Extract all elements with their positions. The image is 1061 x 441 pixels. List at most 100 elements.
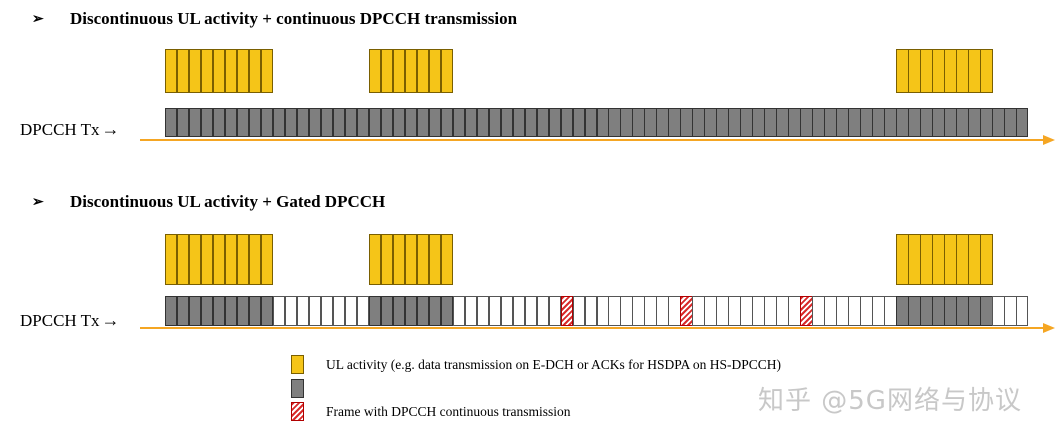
legend-swatch-continuous-frame <box>291 402 304 421</box>
legend-item-ul-activity: UL activity (e.g. data transmission on E… <box>291 355 781 374</box>
dpcch-slot <box>344 108 358 137</box>
ul-activity-slot <box>404 234 418 285</box>
timeline-arrow-icon <box>140 135 1055 145</box>
dpcch-slot <box>560 108 574 137</box>
dpcch-slot <box>608 108 621 137</box>
dpcch-row-label-2: DPCCH Tx→ <box>20 310 120 331</box>
dpcch-off-slot <box>1016 296 1029 326</box>
dpcch-slot <box>392 296 406 326</box>
ul-activity-slot <box>260 234 274 285</box>
timeline-arrow-icon <box>140 323 1055 333</box>
dpcch-off-slot <box>788 296 801 326</box>
dpcch-slot <box>320 108 334 137</box>
dpcch-slot <box>1004 108 1017 137</box>
ul-activity-slot <box>932 234 945 285</box>
dpcch-off-slot <box>632 296 645 326</box>
ul-activity-slot <box>980 234 993 285</box>
ul-activity-slot <box>236 234 250 285</box>
dpcch-slot <box>536 108 550 137</box>
dpcch-slot <box>680 108 693 137</box>
dpcch-slot <box>236 296 250 326</box>
ul-activity-slot <box>248 234 262 285</box>
dpcch-slot <box>488 108 502 137</box>
dpcch-slot <box>165 296 178 326</box>
dpcch-slot <box>620 108 633 137</box>
dpcch-slot <box>932 296 945 326</box>
ul-activity-slot <box>200 234 214 285</box>
dpcch-slot <box>404 108 418 137</box>
dpcch-off-slot <box>284 296 298 326</box>
bullet-icon: ➢ <box>32 11 44 27</box>
ul-activity-slot <box>896 234 909 285</box>
dpcch-slot <box>224 296 238 326</box>
ul-activity-slot <box>416 234 430 285</box>
ul-activity-slot <box>176 234 190 285</box>
dpcch-slot <box>896 108 909 137</box>
dpcch-slot <box>800 108 813 137</box>
dpcch-label-text: DPCCH Tx <box>20 311 100 330</box>
arrow-right-icon: → <box>101 119 120 139</box>
dpcch-off-slot <box>272 296 286 326</box>
dpcch-off-slot <box>536 296 550 326</box>
ul-activity-slot <box>968 234 981 285</box>
ul-activity-slot <box>440 234 454 285</box>
dpcch-off-slot <box>488 296 502 326</box>
section2-heading: ➢ Discontinuous UL activity + Gated DPCC… <box>32 192 385 212</box>
dpcch-slot <box>176 296 190 326</box>
dpcch-slot <box>752 108 765 137</box>
dpcch-off-slot <box>596 296 609 326</box>
dpcch-slot <box>524 108 538 137</box>
dpcch-slot <box>776 108 789 137</box>
ul-activity-slot <box>944 49 957 93</box>
dpcch-slot <box>764 108 777 137</box>
dpcch-off-slot <box>1004 296 1017 326</box>
dpcch-slot <box>896 296 909 326</box>
dpcch-off-slot <box>476 296 490 326</box>
dpcch-slot <box>980 108 993 137</box>
dpcch-slot <box>236 108 250 137</box>
dpcch-off-slot <box>884 296 897 326</box>
dpcch-off-slot <box>584 296 597 326</box>
dpcch-slot <box>908 108 921 137</box>
continuous-frame-slot <box>680 296 693 326</box>
section1-heading: ➢ Discontinuous UL activity + continuous… <box>32 9 517 29</box>
dpcch-off-slot <box>356 296 370 326</box>
dpcch-slot <box>572 108 585 137</box>
dpcch-slot <box>260 108 274 137</box>
dpcch-slot <box>260 296 274 326</box>
dpcch-slot <box>296 108 310 137</box>
ul-activity-slot <box>920 49 933 93</box>
dpcch-slot <box>992 108 1005 137</box>
dpcch-off-slot <box>656 296 669 326</box>
dpcch-off-slot <box>308 296 322 326</box>
dpcch-off-slot <box>860 296 873 326</box>
dpcch-slot <box>1016 108 1029 137</box>
dpcch-slot <box>416 296 430 326</box>
dpcch-slot <box>656 108 669 137</box>
dpcch-slot <box>428 108 442 137</box>
dpcch-slot <box>692 108 705 137</box>
dpcch-slot <box>212 108 226 137</box>
dpcch-off-slot <box>752 296 765 326</box>
ul-activity-slot <box>980 49 993 93</box>
dpcch-off-slot <box>836 296 849 326</box>
dpcch-off-slot <box>524 296 538 326</box>
ul-activity-slot <box>200 49 214 93</box>
dpcch-slot <box>440 108 454 137</box>
section1-title: Discontinuous UL activity + continuous D… <box>70 9 518 28</box>
section2-title: Discontinuous UL activity + Gated DPCCH <box>70 192 386 211</box>
ul-activity-slot <box>416 49 430 93</box>
ul-activity-slot <box>224 234 238 285</box>
dpcch-slot <box>728 108 741 137</box>
ul-activity-slot <box>165 234 178 285</box>
ul-activity-slot <box>932 49 945 93</box>
ul-activity-slot <box>212 49 226 93</box>
ul-activity-slot <box>428 49 442 93</box>
ul-activity-slot <box>260 49 274 93</box>
arrow-right-icon: → <box>101 310 120 330</box>
dpcch-slot <box>380 296 394 326</box>
dpcch-slot <box>848 108 861 137</box>
dpcch-slot <box>188 296 202 326</box>
dpcch-off-slot <box>728 296 741 326</box>
ul-activity-slot <box>392 234 406 285</box>
